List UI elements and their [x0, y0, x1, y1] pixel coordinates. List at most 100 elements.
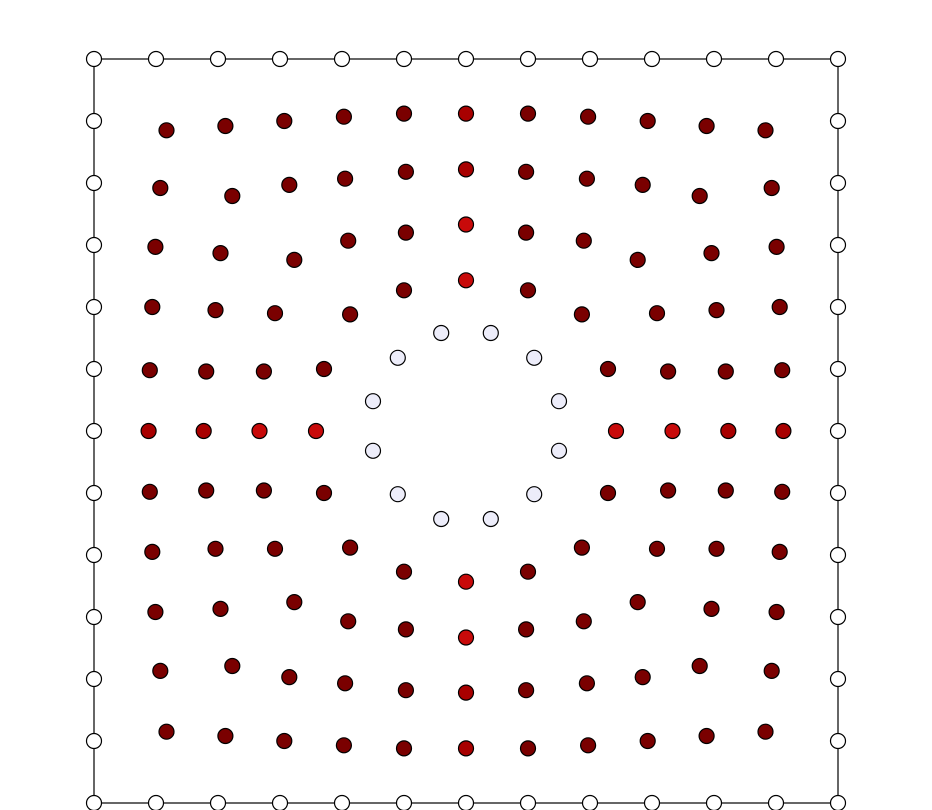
interior-node [664, 422, 681, 440]
boundary-node [271, 50, 289, 68]
interior-node [763, 179, 780, 197]
interior-node [141, 483, 158, 500]
interior-node [634, 668, 651, 686]
hole-node [550, 442, 568, 459]
boundary-node [519, 50, 537, 68]
boundary-node [271, 794, 289, 810]
interior-node [708, 302, 725, 319]
interior-node [251, 422, 268, 440]
boundary-node [767, 50, 785, 68]
interior-node [207, 302, 224, 319]
interior-node [720, 422, 737, 440]
interior-node [771, 298, 788, 316]
hole-node [433, 324, 450, 342]
interior-node [717, 363, 734, 380]
boundary-node [643, 794, 661, 810]
interior-node [307, 422, 325, 440]
boundary-node [333, 794, 351, 810]
boundary-node [581, 50, 599, 68]
boundary-node [829, 112, 847, 130]
interior-node [691, 187, 708, 205]
hole-node [482, 324, 499, 342]
interior-node [708, 540, 725, 557]
boundary-node [829, 670, 847, 688]
interior-node [659, 482, 677, 499]
boundary-node [395, 794, 413, 810]
interior-node [517, 224, 535, 241]
boundary-node [85, 608, 103, 626]
interior-node [337, 170, 354, 187]
interior-node [397, 682, 414, 699]
interior-node [578, 170, 596, 187]
interior-node [768, 238, 785, 255]
interior-node [757, 723, 774, 740]
boundary-node [85, 50, 103, 68]
boundary-node [395, 50, 413, 68]
interior-node [648, 305, 666, 322]
interior-node [152, 179, 169, 197]
interior-node [768, 603, 785, 621]
hole-node [433, 510, 450, 528]
interior-node [607, 422, 625, 440]
interior-node [457, 629, 475, 646]
boundary-node [643, 50, 661, 68]
interior-node [147, 603, 164, 621]
interior-node [158, 723, 175, 740]
boundary-nodes [85, 50, 847, 810]
interior-node [457, 105, 475, 122]
boundary-node [457, 794, 475, 810]
interior-node [457, 740, 475, 757]
interior-node [158, 122, 175, 139]
interior-node [517, 682, 535, 699]
interior-node [397, 224, 414, 241]
interior-node [639, 732, 656, 750]
interior-node [519, 740, 537, 757]
interior-node [286, 251, 303, 268]
interior-node [276, 112, 293, 130]
boundary-node [705, 794, 723, 810]
boundary-node [829, 422, 847, 440]
interior-node [337, 675, 354, 692]
interior-node [397, 621, 414, 638]
interior-node [757, 122, 774, 139]
interior-node [579, 737, 597, 754]
interior-node [198, 482, 215, 499]
interior-node [599, 360, 617, 378]
interior-node [255, 482, 272, 499]
boundary-node [147, 50, 165, 68]
boundary-node [829, 546, 847, 564]
boundary-node [147, 794, 165, 810]
interior-node [703, 600, 720, 618]
boundary-node [829, 174, 847, 192]
interior-node [281, 668, 298, 686]
interior-node [286, 593, 303, 611]
interior-node [519, 105, 537, 122]
interior-node [717, 482, 734, 499]
boundary-node [85, 112, 103, 130]
interior-node [395, 282, 413, 299]
interior-node [517, 163, 535, 180]
interior-node [224, 657, 241, 675]
interior-node [763, 662, 780, 680]
interior-node [140, 422, 157, 440]
interior-node [217, 117, 234, 135]
interior-node [147, 238, 164, 255]
boundary-node [829, 732, 847, 750]
interior-node [457, 161, 475, 178]
interior-node [342, 306, 359, 323]
hole-nodes [364, 324, 568, 528]
interior-node [141, 362, 158, 379]
boundary-node [829, 608, 847, 626]
interior-node [195, 422, 212, 440]
boundary-node [209, 50, 227, 68]
interior-node [457, 272, 475, 289]
boundary-node [333, 50, 351, 68]
hole-node [526, 486, 543, 503]
interior-node [575, 613, 592, 630]
interior-node [634, 176, 651, 193]
interior-node [207, 540, 224, 557]
interior-node [144, 543, 161, 561]
interior-node [457, 216, 475, 233]
hole-node [550, 393, 568, 410]
